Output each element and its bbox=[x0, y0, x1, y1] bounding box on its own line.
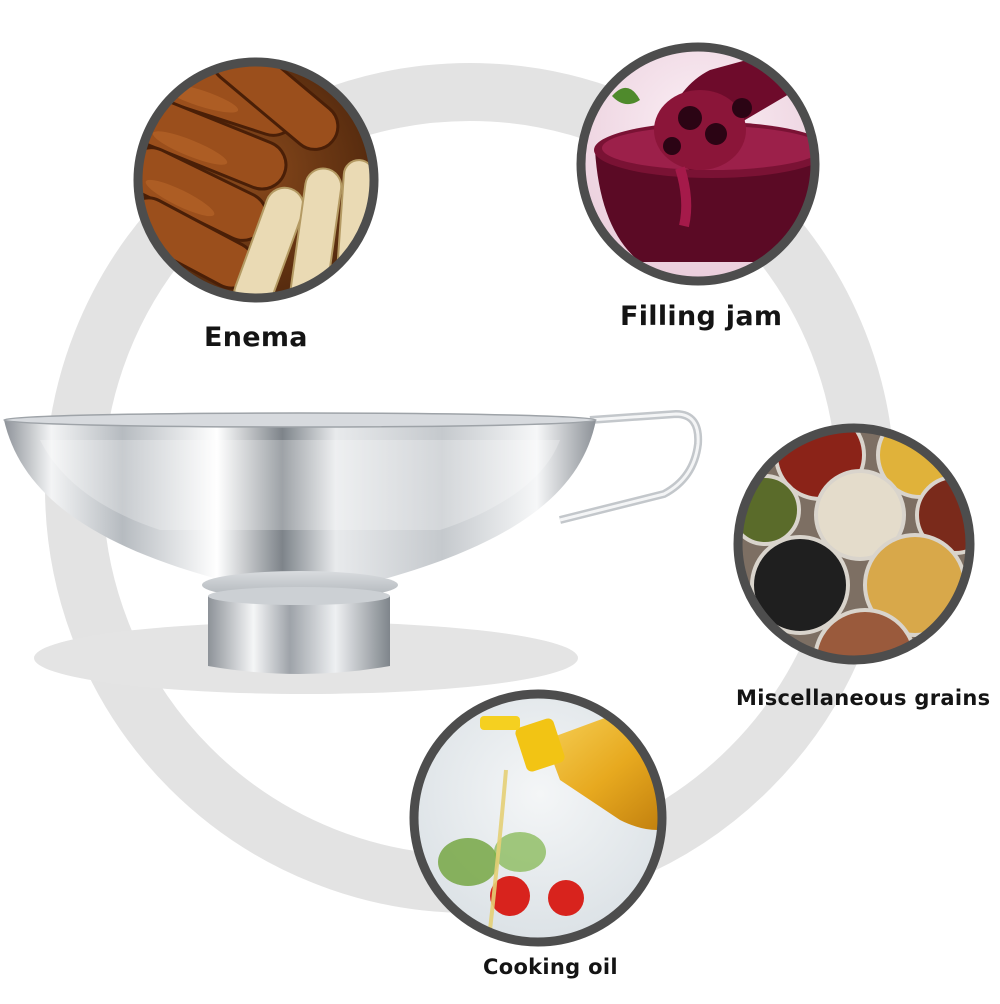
cooking-oil-label: Cooking oil bbox=[483, 955, 618, 979]
cooking-oil-image bbox=[409, 689, 667, 947]
filling-jam-label: Filling jam bbox=[620, 301, 783, 332]
funnel-image bbox=[3, 410, 703, 674]
miscellaneous-grains-image bbox=[733, 423, 975, 665]
miscellaneous-grains-label: Miscellaneous grains bbox=[736, 686, 991, 710]
enema-label: Enema bbox=[204, 322, 308, 353]
filling-jam-image bbox=[576, 42, 820, 286]
